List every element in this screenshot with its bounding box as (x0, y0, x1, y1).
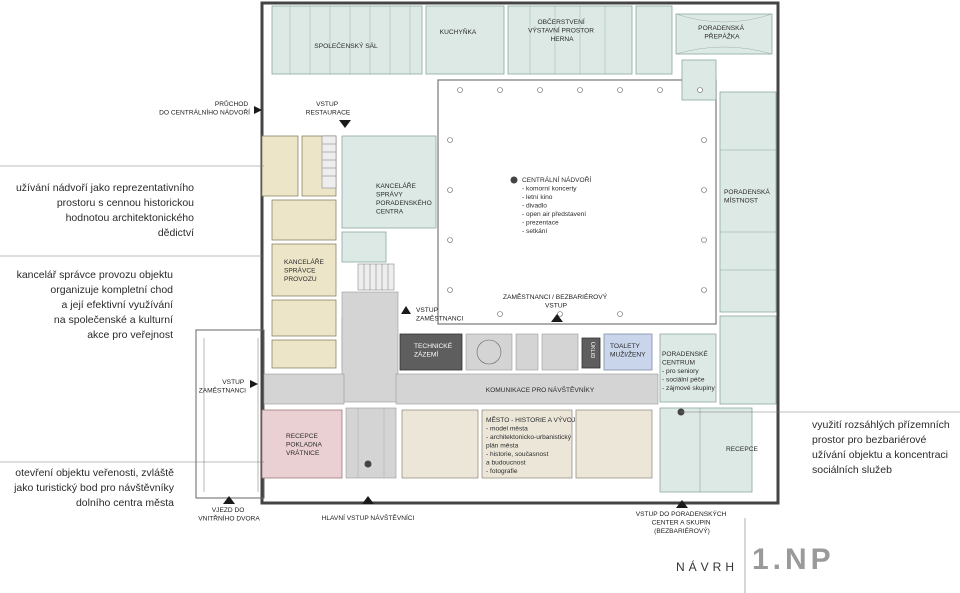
vestibule-main (345, 407, 397, 479)
label-obcerstveni: OBČERSTVENÍ VÝSTAVNÍ PROSTOR HERNA (528, 17, 596, 43)
label-toalety: TOALETY MUŽI/ŽENY (610, 343, 646, 359)
dot-courtyard (510, 176, 518, 184)
note-administrator: kancelář správce provozu objektu organiz… (16, 269, 173, 341)
room-uklid (581, 337, 601, 369)
label-hlavni-vstup: HLAVNÍ VSTUP NÁVŠTĚVNÍCI (322, 513, 415, 522)
room-poradenska-mistnost (719, 91, 777, 313)
room-service-2 (541, 333, 579, 371)
label-recepce-right: RECEPCE (726, 446, 758, 453)
note-ground-floor: využití rozsáhlých přízemních prostor pr… (812, 419, 950, 476)
room-mesto (481, 409, 573, 479)
room-toalety (603, 333, 653, 371)
label-kancelare-spravy: KANCELÁŘE SPRÁVY PORADENSKÉHO CENTRA (376, 181, 434, 216)
arrow-zamestnanci-left (250, 380, 258, 388)
courtyard-arcade (447, 87, 707, 317)
label-pruchod: PRŮCHOD DO CENTRÁLNÍHO NÁDVOŘÍ (159, 99, 250, 117)
room-south-3 (575, 409, 653, 479)
label-vstup-zamestnanci-inner: VSTUP ZAMĚSTNANCI (416, 307, 463, 323)
dot-vestibule (364, 460, 372, 468)
label-kancelare-spravce: KANCELÁŘE SPRÁVCE PROVOZU (284, 257, 326, 283)
room-recepce-pokladna (261, 409, 343, 479)
room-east-south (719, 315, 777, 405)
vault-lines (289, 6, 773, 74)
floor-number: 1.NP (752, 543, 835, 576)
label-vstup-zamestnanci-left: VSTUP ZAMĚSTNANCI (199, 379, 246, 395)
arrow-zamestnanci-inner (401, 306, 411, 314)
arrow-bezbarierovy (551, 314, 563, 322)
label-komunikace: KOMUNIKACE PRO NÁVŠTĚVNÍKY (486, 385, 595, 394)
room-obcerstveni (507, 5, 633, 75)
city-room-program: MĚSTO - HISTORIE A VÝVOJ - model města -… (486, 415, 577, 475)
room-kancelare-spravy (341, 135, 437, 229)
arrow-hlavni (362, 496, 374, 504)
room-west-6 (271, 339, 337, 369)
arrow-poradenskych (676, 500, 688, 508)
note-opening: otevření objektu veřenosti, zvláště jako… (14, 467, 174, 509)
label-vstup-restaurace: VSTUP RESTAURACE (306, 101, 351, 117)
corridor-komunikace (395, 373, 659, 405)
arrow-restaurace (339, 120, 351, 128)
leader-lines (0, 165, 960, 593)
label-spolecensky-sal: SPOLEČENSKÝ SÁL (314, 41, 378, 50)
title-label: NÁVRH (676, 560, 739, 574)
label-kuchynka: KUCHYŇKA (440, 27, 477, 36)
room-recepce-right (659, 407, 753, 493)
arrow-pruchod (254, 106, 262, 114)
label-technicke-zazemi: TECHNICKÉ ZÁZEMÍ (414, 341, 454, 359)
room-south-1 (401, 409, 479, 479)
room-stair-spiral (465, 333, 513, 371)
room-kancelare-spravce (271, 243, 337, 297)
room-corridor-east (681, 59, 717, 101)
room-green-small (341, 231, 387, 263)
vestibule-grid (357, 408, 385, 478)
label-poradenska-mistnost: PORADENSKÁ MÍSTNOST (724, 187, 772, 205)
east-dividers (720, 149, 776, 271)
counseling-centre-program: PORADENSKÉ CENTRUM - pro seniory - sociá… (662, 349, 715, 392)
courtyard-program: CENTRÁLNÍ NÁDVOŘÍ - komorní koncerty - l… (522, 175, 593, 235)
label-zamestnanci-bezbarierovy: ZAMĚSTNANCI / BEZBARIÉROVÝ VSTUP (503, 292, 609, 310)
room-service-1 (515, 333, 539, 371)
room-spolecensky-sal (271, 5, 423, 75)
spiral-stair (476, 339, 502, 365)
room-poradenska-prepazka (675, 13, 773, 55)
room-technicke-zazemi (399, 333, 463, 371)
room-west-5 (271, 299, 337, 337)
room-poradenske-centrum (659, 333, 717, 403)
note-heritage: užívání nádvoří jako reprezentativního p… (15, 182, 194, 239)
label-poradenska-prepazka: PORADENSKÁ PŘEPÁŽKA (698, 23, 746, 41)
label-uklid: ÚKLID (589, 342, 596, 358)
room-kuchynka (425, 5, 505, 75)
corridor-vertical (341, 291, 399, 403)
arrow-vjezd (223, 496, 235, 504)
label-vjezd: VJEZD DO VNITŘNÍHO DVORA (198, 507, 260, 523)
label-vstup-poradenskych: VSTUP DO PORADENSKÝCH CENTER A SKUPIN (B… (636, 509, 729, 535)
room-west-1 (261, 135, 299, 197)
corridor-left (263, 373, 345, 405)
room-sklad-north (635, 5, 673, 75)
room-west-3 (271, 199, 337, 241)
label-recepce-pokladna: RECEPCE POKLADNA VRÁTNICE (286, 433, 323, 457)
entry-arrows (223, 106, 688, 508)
